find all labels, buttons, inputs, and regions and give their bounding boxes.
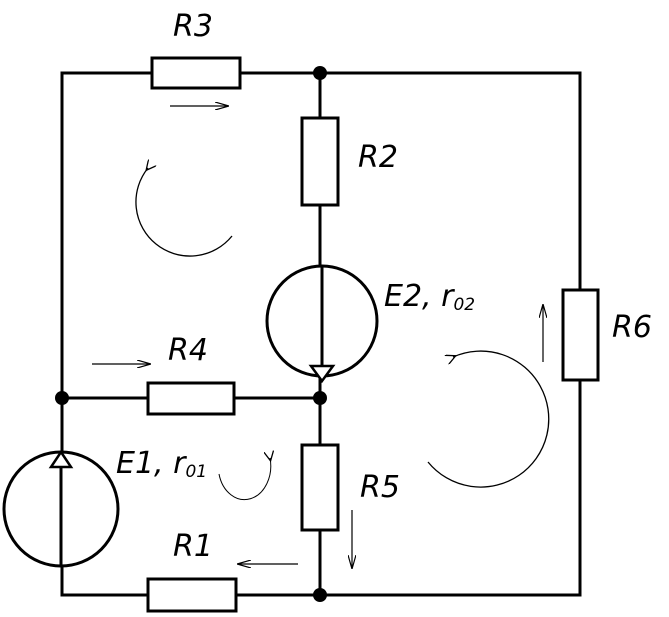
emf-source-e1 xyxy=(2,449,120,568)
node-top-center xyxy=(313,66,327,80)
loop-arrow-upper-left xyxy=(135,168,233,257)
resistor-r4 xyxy=(146,381,236,416)
label-e1-main: E1, r xyxy=(116,446,187,481)
resistor-r2 xyxy=(300,116,340,207)
label-e2: E2, r02 xyxy=(384,279,475,315)
label-e1: E1, r01 xyxy=(116,446,207,482)
label-r5: R5 xyxy=(360,470,400,505)
resistor-r3 xyxy=(150,56,242,90)
label-r3: R3 xyxy=(173,9,213,44)
resistor-r6 xyxy=(561,288,600,382)
emf-source-e2 xyxy=(265,264,379,384)
node-mid-left xyxy=(55,391,69,405)
label-r2: R2 xyxy=(358,140,398,175)
resistor-r5 xyxy=(300,443,340,532)
nodes xyxy=(55,66,327,602)
current-arrows xyxy=(92,106,543,568)
node-bottom-center xyxy=(313,588,327,602)
label-r4: R4 xyxy=(168,333,208,368)
resistors xyxy=(146,56,600,613)
loop-arrow-lower-center xyxy=(218,458,271,501)
loop-arrows xyxy=(135,168,550,501)
label-r6: R6 xyxy=(612,310,652,345)
labels: R3 R2 R4 R5 R1 R6 E2, r02 E1, r01 xyxy=(116,9,652,564)
label-e2-sub: 02 xyxy=(453,295,475,315)
label-r1: R1 xyxy=(173,529,213,564)
label-e1-sub: 01 xyxy=(185,462,207,482)
node-mid-center xyxy=(313,391,327,405)
resistor-r1 xyxy=(146,577,238,613)
loop-arrow-right xyxy=(427,350,550,488)
label-e2-main: E2, r xyxy=(384,279,455,314)
